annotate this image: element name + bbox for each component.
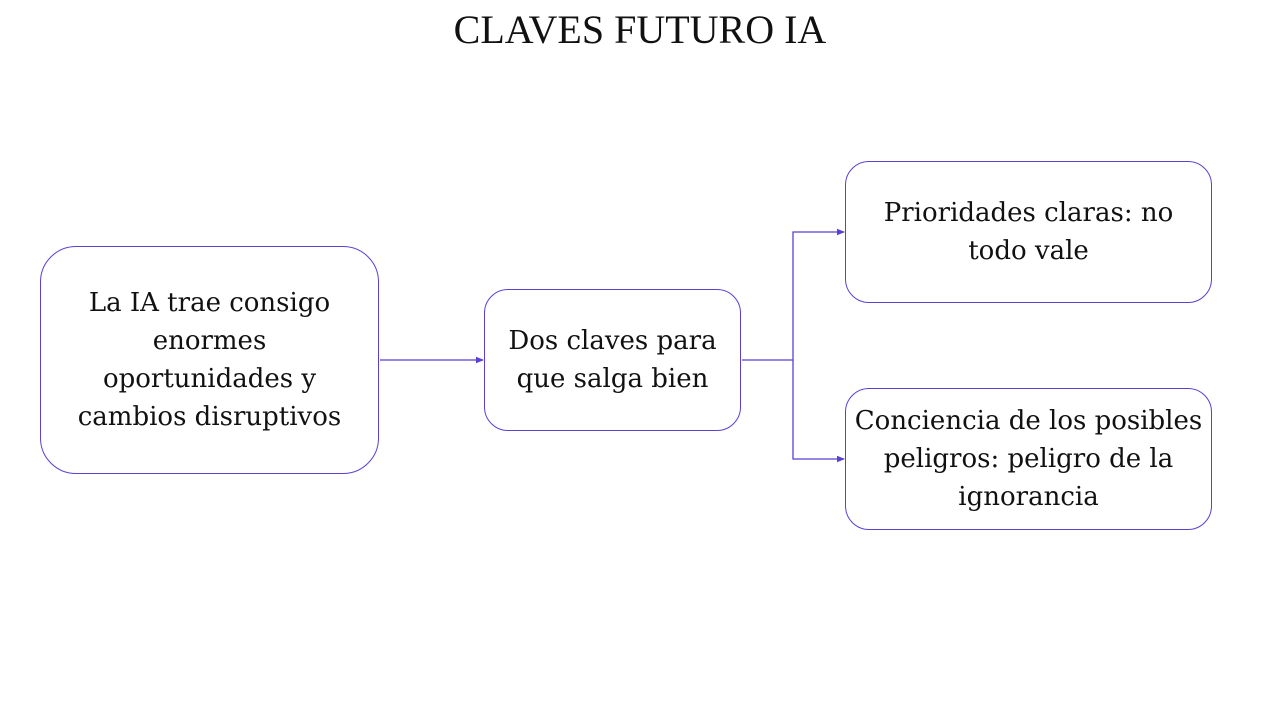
node-danger-awareness: Conciencia de los posibles peligros: pel… <box>845 388 1212 530</box>
node-ia-opportunities: La IA trae consigo enormes oportunidades… <box>40 246 379 474</box>
node-two-keys: Dos claves para que salga bien <box>484 289 741 431</box>
node-two-keys-text: Dos claves para que salga bien <box>508 326 717 394</box>
slide-title: CLAVES FUTURO IA <box>453 7 827 52</box>
connector-middle-to-top <box>742 228 845 361</box>
connector-middle-to-bottom <box>792 360 845 463</box>
node-clear-priorities: Prioridades claras: no todo vale <box>845 161 1212 303</box>
node-ia-opportunities-text: La IA trae consigo enormes oportunidades… <box>77 288 342 432</box>
node-danger-awareness-text: Conciencia de los posibles peligros: pel… <box>854 406 1203 512</box>
node-clear-priorities-text: Prioridades claras: no todo vale <box>883 198 1174 266</box>
